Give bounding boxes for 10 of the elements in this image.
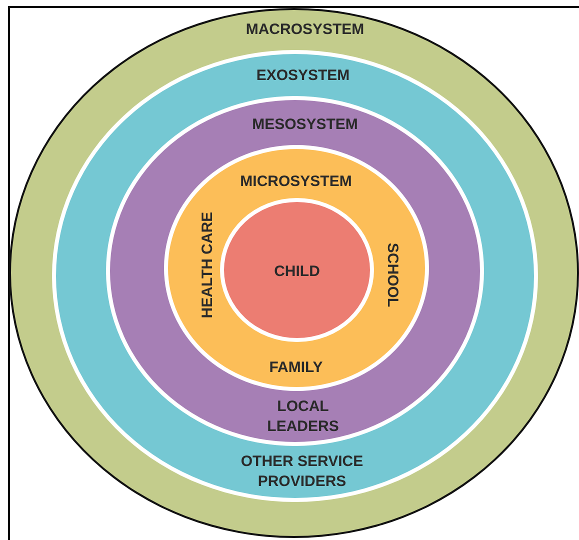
ring-label: LOCAL LEADERS xyxy=(266,397,340,437)
ring-label: HEALTH CARE xyxy=(198,212,217,318)
ring-label: MESOSYSTEM xyxy=(252,115,358,135)
ring-label: MICROSYSTEM xyxy=(240,172,352,192)
ring-label: SCHOOL xyxy=(383,242,402,308)
ring-label: FAMILY xyxy=(269,358,323,378)
ring-label: EXOSYSTEM xyxy=(256,66,350,86)
ring-label: CHILD xyxy=(274,262,320,282)
ring-label: OTHER SERVICE PROVIDERS xyxy=(240,452,364,492)
ring-label: MACROSYSTEM xyxy=(246,20,364,40)
